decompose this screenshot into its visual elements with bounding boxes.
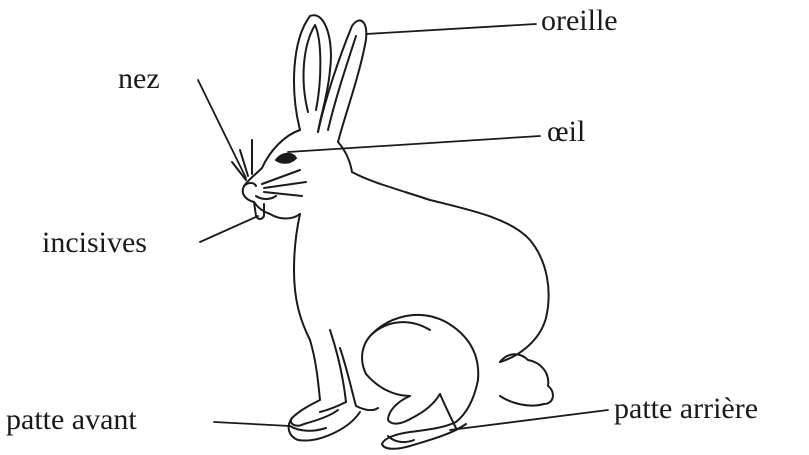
hare-body [294,172,553,406]
leader-patte-avant [214,422,290,426]
label-oreille: oreille [541,6,618,36]
label-patte-arriere: patte arrière [614,394,758,424]
leader-oeil [288,136,540,152]
label-nez: nez [118,64,160,94]
label-patte-avant: patte avant [6,405,137,435]
leader-incisives [200,216,258,242]
leader-nez [198,80,246,178]
hare-head [232,130,352,219]
hare-tail [500,354,553,405]
leader-lines [198,24,608,430]
label-incisives: incisives [42,228,147,258]
hare-eye [276,154,296,163]
label-oeil: œil [547,117,585,147]
leader-patte-arriere [450,410,608,430]
hare-hind-legs [366,374,478,449]
hare-ears [294,15,366,142]
leader-oreille [366,24,536,34]
